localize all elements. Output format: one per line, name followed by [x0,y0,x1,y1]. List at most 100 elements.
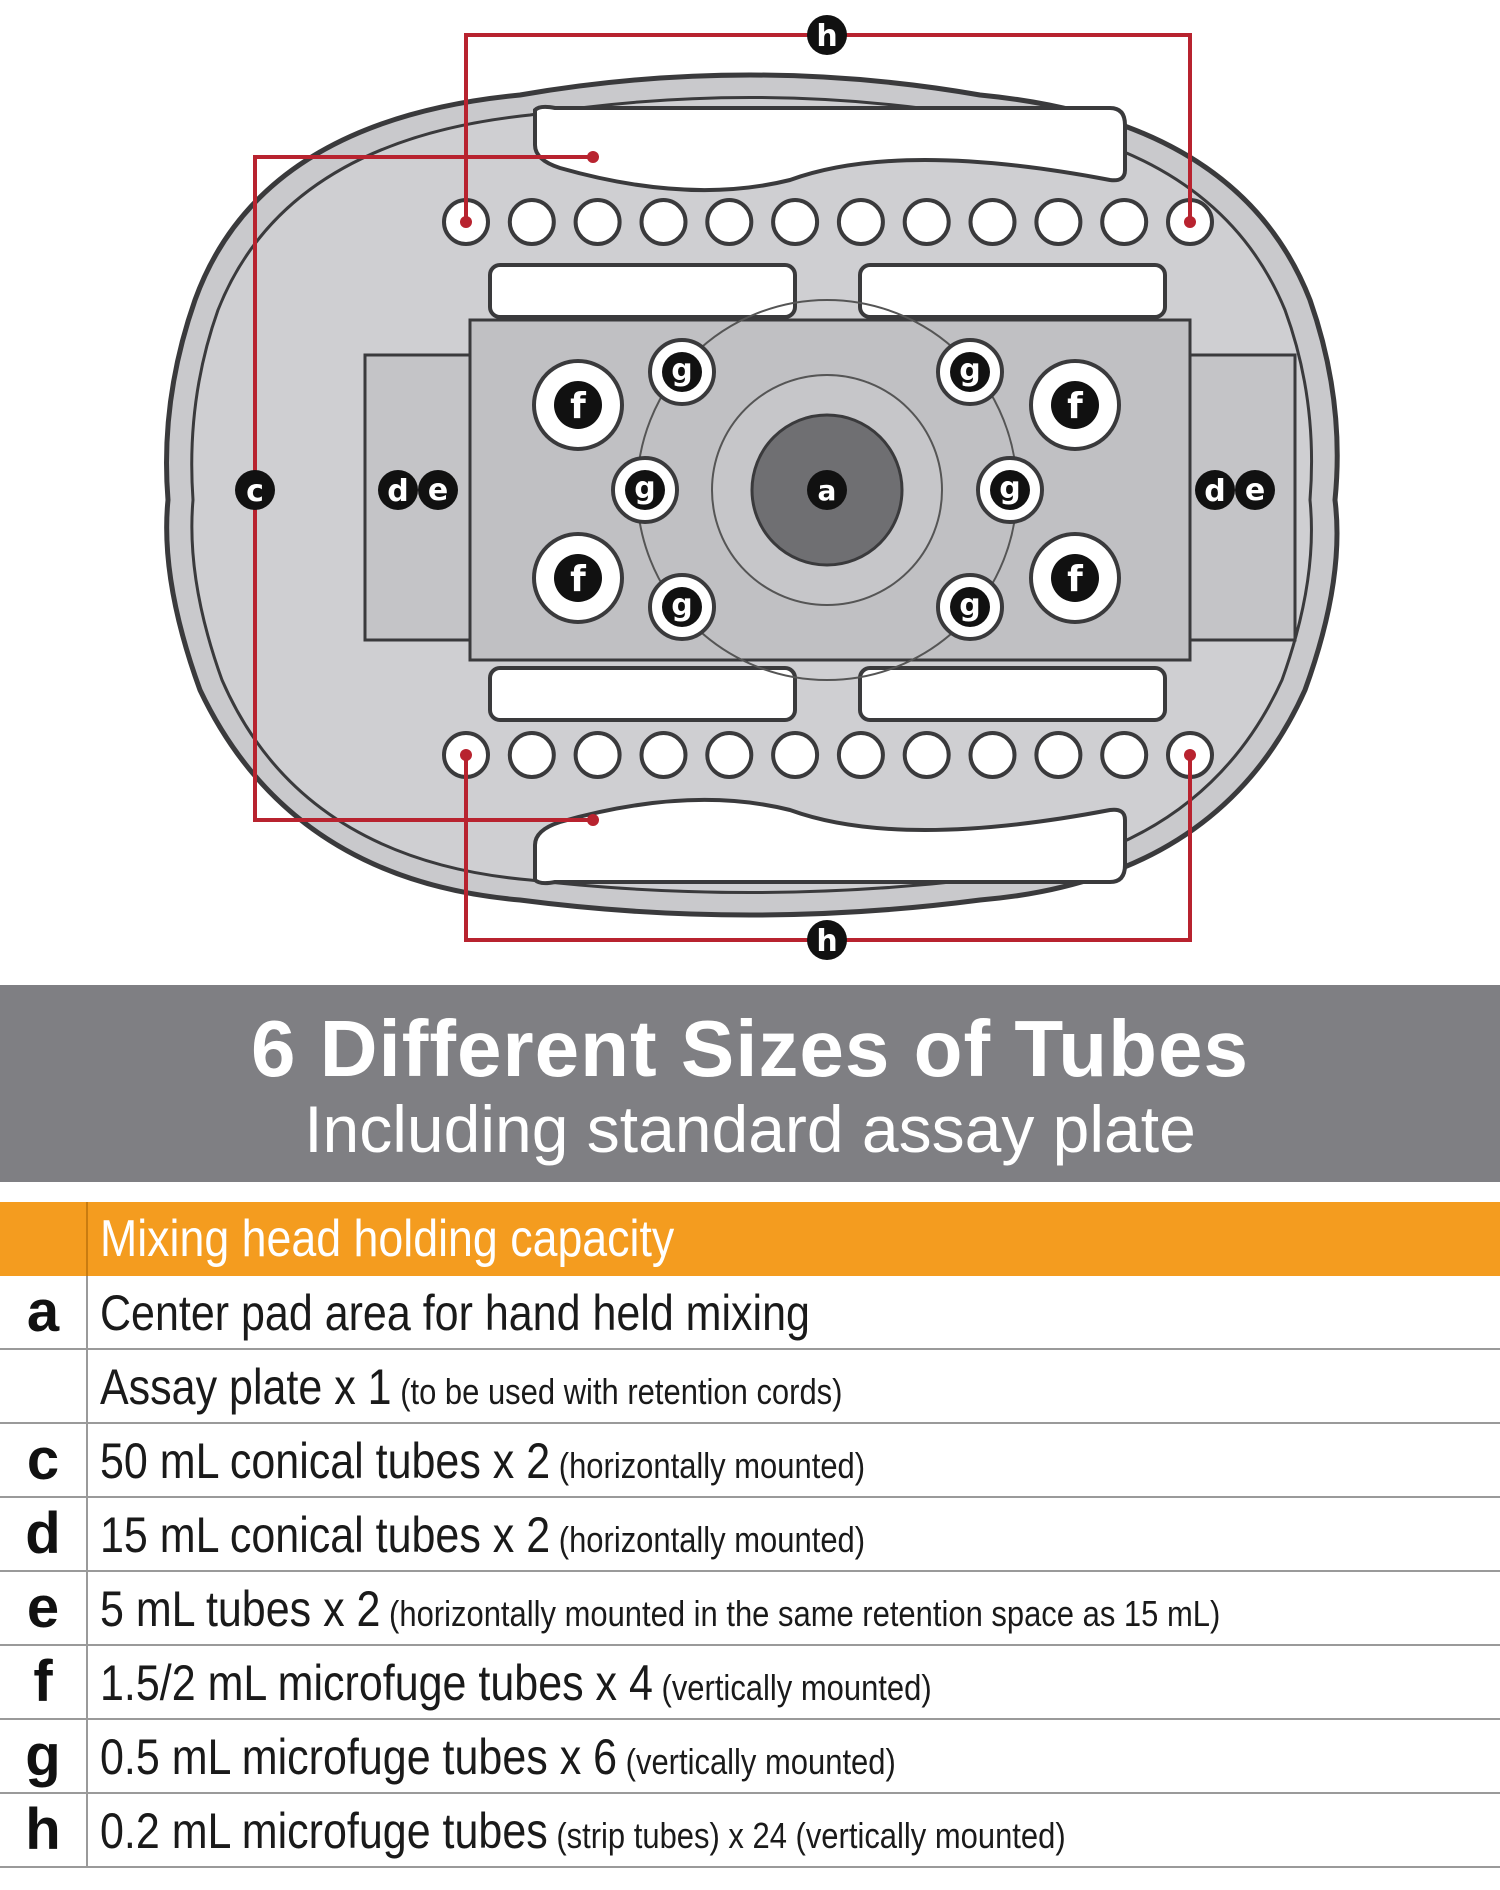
callout-h-bottom: h [807,920,847,960]
table-row-text: 0.2 mL microfuge tubes (strip tubes) x 2… [100,1794,1066,1873]
strip-tube-hole [836,731,885,779]
callout-d-right: d [1195,470,1235,510]
table-row-note: (vertically mounted) [652,1667,932,1708]
table-row-main: Assay plate x 1 [100,1359,392,1415]
callout-f-2: f [1051,381,1099,429]
svg-text:g: g [959,588,980,623]
leader-dot-h-top-right [1184,216,1196,228]
table-header-key [0,1202,88,1276]
callout-f-4: f [1051,554,1099,602]
strip-tube-hole [968,731,1017,779]
headline-banner: 6 Different Sizes of Tubes Including sta… [0,985,1500,1182]
top-large-slot [533,104,1127,193]
svg-text:g: g [671,588,692,623]
table-row-text: Center pad area for hand held mixing [100,1276,810,1350]
table-row-main: 0.5 mL microfuge tubes x 6 [100,1729,618,1785]
table-row-key: d [0,1498,88,1570]
callout-g-1: g [662,352,702,392]
svg-text:g: g [634,471,655,506]
leader-dot-c-bottom [587,814,599,826]
table-row-key: h [0,1794,88,1866]
table-row-note: (strip tubes) x 24 (vertically mounted) [547,1815,1066,1856]
svg-text:h: h [816,19,837,54]
callout-f-1: f [554,381,602,429]
svg-text:f: f [570,559,586,600]
table-row-text: 50 mL conical tubes x 2 (horizontally mo… [100,1424,865,1503]
mixing-head-diagram: h h c a d e d e f f f f g g g g g g [164,15,1340,960]
strip-tube-hole [705,198,754,246]
svg-text:c: c [246,474,264,509]
bottom-hole-row [442,731,1214,779]
svg-text:f: f [570,386,586,427]
svg-text:a: a [818,474,837,507]
strip-tube-hole [902,198,951,246]
strip-tube-hole [507,198,556,246]
leader-dot-h-top-left [460,216,472,228]
table-row-note: (horizontally mounted) [550,1519,866,1560]
callout-g-3: g [625,470,665,510]
svg-text:g: g [959,353,980,388]
svg-text:e: e [428,473,448,508]
leader-dot-h-bottom-left [460,749,472,761]
table-row-note: (vertically mounted) [617,1741,896,1782]
strip-tube-hole [771,198,820,246]
callout-f-3: f [554,554,602,602]
strip-tube-hole [573,731,622,779]
callout-c: c [235,470,275,510]
table-header-row: Mixing head holding capacity [0,1202,1500,1276]
table-row-key: c [0,1424,88,1496]
table-row-key [0,1350,88,1422]
table-row-main: 50 mL conical tubes x 2 [100,1433,551,1489]
strip-tube-hole [639,731,688,779]
table-row-main: 15 mL conical tubes x 2 [100,1507,551,1563]
callout-a: a [807,470,847,510]
table-row-key: e [0,1572,88,1644]
strip-tube-hole [836,198,885,246]
banner-subtitle: Including standard assay plate [304,1092,1196,1166]
table-row-main: 1.5/2 mL microfuge tubes x 4 [100,1655,653,1711]
strip-tube-hole [1100,198,1149,246]
table-row-note: (to be used with retention cords) [391,1371,843,1412]
callout-g-4: g [990,470,1030,510]
bottom-left-slot [488,666,797,722]
table-row: Assay plate x 1 (to be used with retenti… [0,1350,1500,1424]
svg-text:d: d [387,474,408,509]
top-right-slot [858,263,1167,319]
table-header-label: Mixing head holding capacity [100,1210,675,1268]
callout-g-5: g [662,587,702,627]
table-row-text: 0.5 mL microfuge tubes x 6 (vertically m… [100,1720,896,1799]
top-left-slot [488,263,797,319]
svg-text:g: g [999,471,1020,506]
table-row-main: Center pad area for hand held mixing [100,1285,810,1341]
strip-tube-hole [573,198,622,246]
svg-text:g: g [671,353,692,388]
callout-e-left: e [418,470,458,510]
strip-tube-hole [771,731,820,779]
strip-tube-hole [1100,731,1149,779]
table-row-note: (horizontally mounted) [550,1445,866,1486]
strip-tube-hole [507,731,556,779]
strip-tube-hole [705,731,754,779]
leader-dot-h-bottom-right [1184,749,1196,761]
table-row-key: f [0,1646,88,1718]
svg-text:h: h [816,924,837,959]
bottom-large-slot [533,797,1127,886]
callout-badges: h h c a d e d e f f f f g g g g g g [235,15,1275,960]
callout-h-top: h [807,15,847,55]
table-row-main: 5 mL tubes x 2 [100,1581,381,1637]
leader-dot-c-top [587,151,599,163]
table-row-text: Assay plate x 1 (to be used with retenti… [100,1350,842,1429]
table-row-text: 15 mL conical tubes x 2 (horizontally mo… [100,1498,865,1577]
strip-tube-hole [639,198,688,246]
table-row-note: (horizontally mounted in the same retent… [380,1593,1221,1634]
bottom-right-slot [858,666,1167,722]
strip-tube-hole [1034,198,1083,246]
strip-tube-hole [1034,731,1083,779]
banner-title: 6 Different Sizes of Tubes [250,1004,1250,1093]
